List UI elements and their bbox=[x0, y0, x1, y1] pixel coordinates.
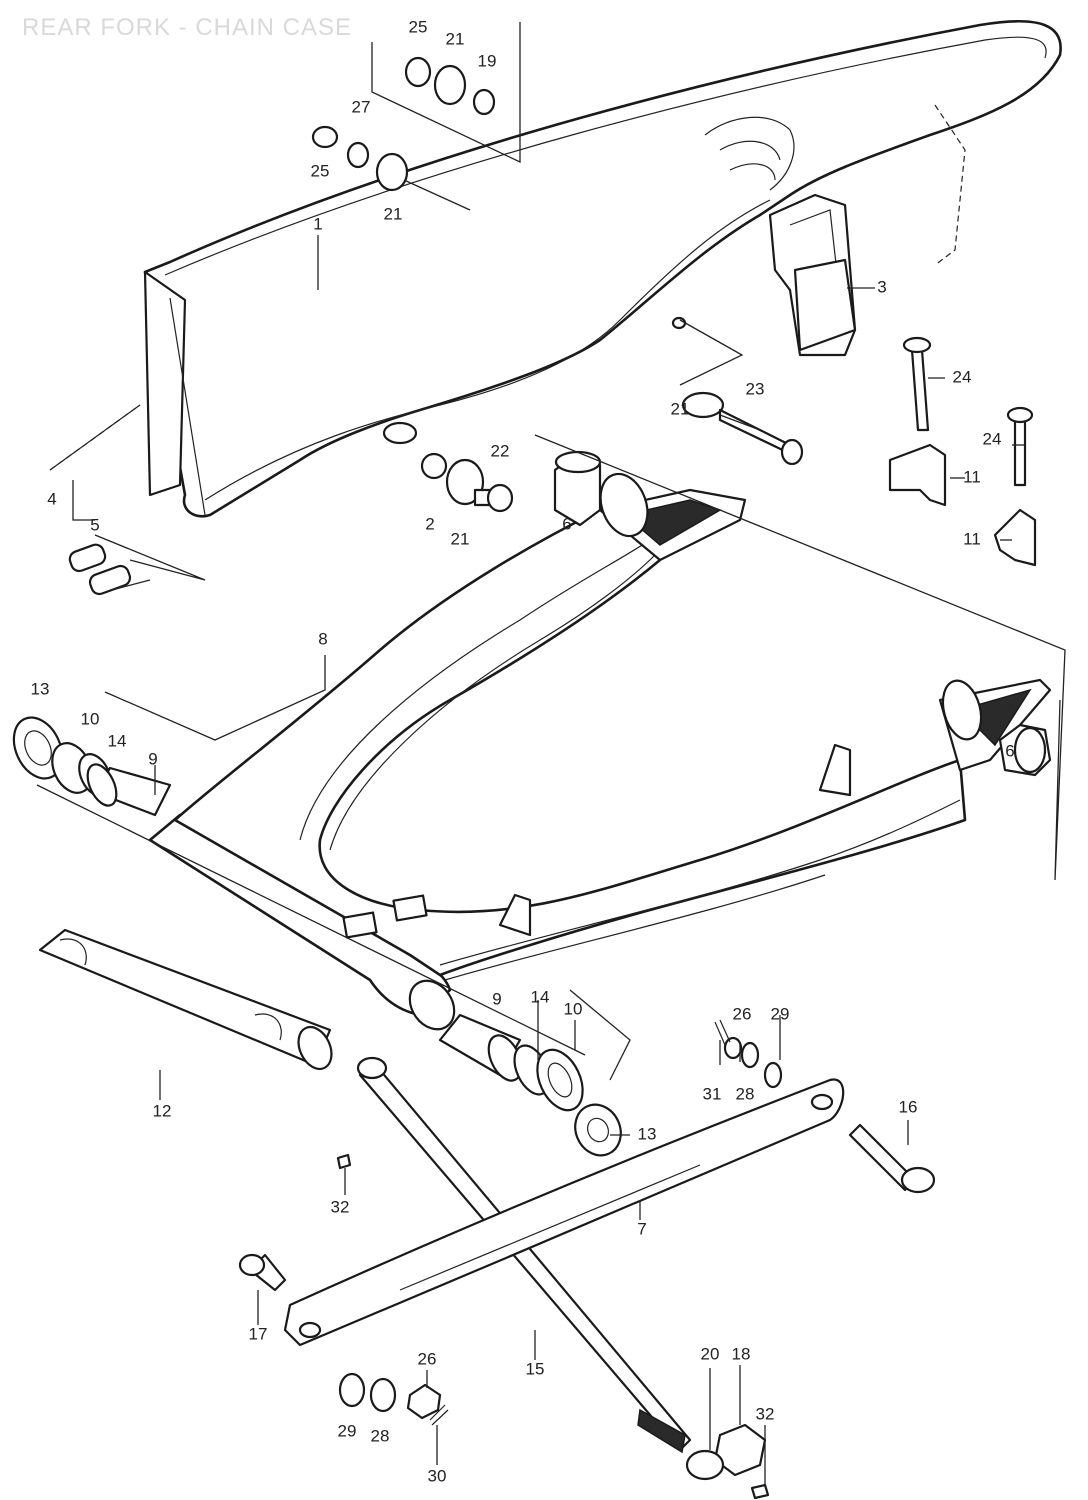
callout-29-right: 29 bbox=[771, 1004, 790, 1023]
nut-26-left[interactable] bbox=[406, 1383, 442, 1420]
callout-2: 2 bbox=[425, 514, 434, 533]
callout-6-lower: 6 bbox=[1005, 741, 1014, 760]
callout-23: 23 bbox=[746, 379, 765, 398]
callout-25-top: 25 bbox=[409, 17, 428, 36]
grease-nipple-32-b[interactable] bbox=[750, 1483, 770, 1500]
callout-24-lower: 24 bbox=[983, 429, 1002, 448]
nut-19[interactable] bbox=[472, 88, 496, 116]
leader-lines bbox=[36, 22, 1066, 1485]
callout-27: 27 bbox=[352, 97, 371, 116]
callout-31: 31 bbox=[703, 1084, 722, 1103]
callout-13-right: 13 bbox=[638, 1124, 657, 1143]
washer-20[interactable] bbox=[685, 1449, 725, 1481]
dust-seal-right[interactable] bbox=[528, 1043, 591, 1118]
callout-8: 8 bbox=[318, 629, 327, 648]
callout-10-left: 10 bbox=[81, 709, 100, 728]
washer-27[interactable] bbox=[346, 141, 370, 169]
cotter-pin-30[interactable] bbox=[429, 1404, 449, 1426]
bolt-23[interactable] bbox=[718, 408, 804, 466]
callout-14-left: 14 bbox=[108, 731, 127, 750]
callout-5: 5 bbox=[90, 515, 99, 534]
callout-labels: 1 2 3 4 5 6 6 7 8 9 9 10 10 11 11 12 13 … bbox=[31, 17, 1015, 1485]
washer-29-left[interactable] bbox=[338, 1372, 366, 1408]
bolt-24-lower[interactable] bbox=[1006, 406, 1034, 487]
callout-10-right: 10 bbox=[564, 999, 583, 1018]
callout-32-left: 32 bbox=[331, 1197, 350, 1216]
pivot-bush-left[interactable] bbox=[82, 760, 172, 817]
chain-adjuster-plate[interactable] bbox=[283, 1078, 845, 1347]
pivot-collar[interactable] bbox=[38, 928, 338, 1074]
pivot-bolt[interactable] bbox=[356, 1056, 692, 1454]
callout-6-upper: 6 bbox=[562, 514, 571, 533]
callout-29-left: 29 bbox=[338, 1421, 357, 1440]
callout-32-right: 32 bbox=[756, 1404, 775, 1423]
callout-24-upper: 24 bbox=[953, 367, 972, 386]
clip-11-upper[interactable] bbox=[888, 443, 947, 507]
callout-13-left: 13 bbox=[31, 679, 50, 698]
callout-11-upper: 11 bbox=[963, 467, 981, 486]
pivot-bushing-lower[interactable] bbox=[998, 723, 1052, 777]
nut-25-mid[interactable] bbox=[311, 125, 339, 149]
callout-9-left: 9 bbox=[148, 749, 157, 768]
callout-9-right: 9 bbox=[492, 989, 501, 1008]
callout-3: 3 bbox=[877, 277, 886, 296]
callout-12: 12 bbox=[153, 1101, 172, 1120]
rear-fork-swingarm[interactable] bbox=[148, 467, 1052, 1037]
pivot-bush-right[interactable] bbox=[438, 1013, 528, 1086]
cotter-pin-31[interactable] bbox=[714, 1019, 731, 1046]
adjuster-bolt-17[interactable] bbox=[238, 1253, 287, 1292]
callout-16: 16 bbox=[899, 1097, 918, 1116]
callout-21-center: 21 bbox=[451, 529, 470, 548]
chain-case[interactable] bbox=[143, 19, 1062, 518]
callout-21-mid: 21 bbox=[384, 204, 403, 223]
adjuster-bolt-16[interactable] bbox=[848, 1123, 936, 1194]
callout-22: 22 bbox=[491, 441, 510, 460]
callout-19: 19 bbox=[478, 51, 497, 70]
callout-20: 20 bbox=[701, 1344, 720, 1363]
callout-26-left: 26 bbox=[418, 1349, 437, 1368]
nut-25-top[interactable] bbox=[404, 56, 432, 88]
callout-14-right: 14 bbox=[531, 987, 550, 1006]
callout-28-right: 28 bbox=[736, 1084, 755, 1103]
callout-17: 17 bbox=[249, 1324, 268, 1343]
washer-28-right[interactable] bbox=[740, 1041, 760, 1069]
callout-15: 15 bbox=[526, 1359, 545, 1378]
callout-26-right: 26 bbox=[733, 1004, 752, 1023]
callout-30: 30 bbox=[428, 1466, 447, 1485]
clip-11-lower[interactable] bbox=[993, 508, 1037, 567]
washer-21-top[interactable] bbox=[433, 64, 467, 106]
spacer-2[interactable] bbox=[420, 452, 448, 480]
washer-28-left[interactable] bbox=[369, 1377, 397, 1413]
callout-21-right: 21 bbox=[671, 399, 690, 418]
washer-29-right[interactable] bbox=[763, 1061, 783, 1089]
washer-21-mid[interactable] bbox=[375, 152, 409, 192]
callout-1: 1 bbox=[313, 214, 322, 233]
callout-21-top: 21 bbox=[446, 29, 465, 48]
washer-21-right[interactable] bbox=[681, 391, 725, 419]
grease-nipple-32-a[interactable] bbox=[336, 1153, 352, 1170]
dust-seal-cap-left[interactable] bbox=[5, 710, 72, 787]
nut-26-right[interactable] bbox=[723, 1036, 743, 1060]
callout-25-mid: 25 bbox=[311, 161, 330, 180]
bolt-24-upper[interactable] bbox=[902, 336, 932, 432]
callout-28-left: 28 bbox=[371, 1426, 390, 1445]
drive-chain[interactable] bbox=[49, 104, 966, 471]
chain-guide[interactable] bbox=[768, 193, 857, 357]
master-link[interactable] bbox=[68, 542, 151, 596]
callout-4: 4 bbox=[47, 489, 56, 508]
callout-11-lower: 11 bbox=[963, 529, 981, 548]
diagram-title: REAR FORK - CHAIN CASE bbox=[22, 14, 353, 41]
dust-seal-cap-right[interactable] bbox=[567, 1097, 629, 1163]
callout-7: 7 bbox=[637, 1219, 646, 1238]
callout-18: 18 bbox=[732, 1344, 751, 1363]
bolt-22[interactable] bbox=[473, 483, 514, 513]
